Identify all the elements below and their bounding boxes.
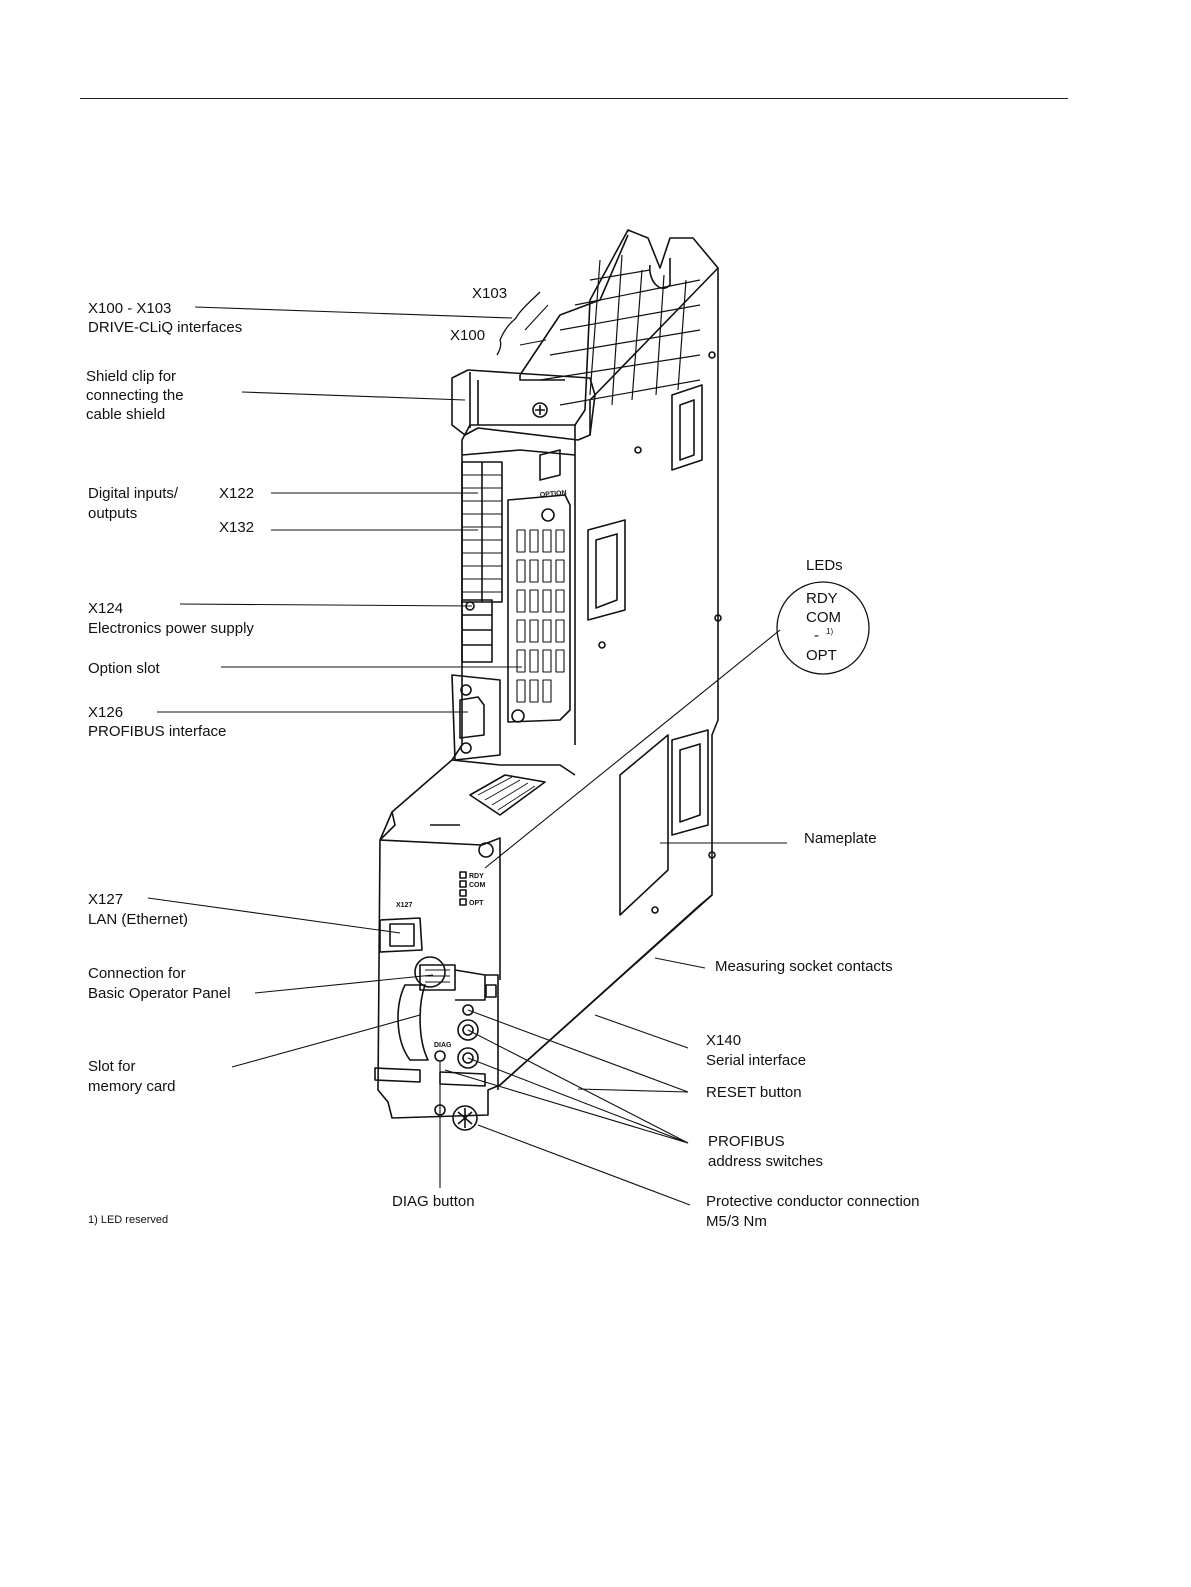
leader-reset-1 [467,1009,689,1093]
label-profibus-interface: PROFIBUS interface [88,723,227,740]
label-bop-2: Basic Operator Panel [88,985,231,1002]
label-x122: X122 [219,485,255,502]
label-reset: RESET button [706,1084,802,1101]
label-profibus-2: address switches [708,1153,824,1170]
label-x126: X126 [88,704,124,721]
label-footnote-mark: 1) [826,627,834,636]
leader-protective [477,1124,691,1206]
leader-measuring [654,957,706,969]
leader-profibus-2 [467,1057,689,1144]
label-shield-clip-3: cable shield [86,406,166,423]
label-x132: X132 [219,519,255,536]
label-nameplate: Nameplate [804,830,877,847]
leader-bop [254,974,434,994]
footnote: 1) LED reserved [88,1214,169,1226]
label-x127: X127 [88,891,124,908]
label-measuring: Measuring socket contacts [715,958,893,975]
leader-x124 [179,603,473,607]
label-option-slot: Option slot [88,660,160,677]
leader-x100-x103 [194,306,513,319]
label-x124: X124 [88,600,124,617]
terminal-x124 [461,599,493,663]
label-drive-cliq: DRIVE-CLiQ interfaces [88,319,243,336]
label-lan: LAN (Ethernet) [88,911,189,928]
label-protective-2: M5/3 Nm [706,1213,767,1230]
leader-profibus-3 [444,1069,689,1144]
label-shield-clip-2: connecting the [86,387,184,404]
leader-x100 [519,339,547,346]
label-x100-x103: X100 - X103 [88,300,172,317]
housing-outline [377,229,719,1119]
label-profibus-1: PROFIBUS [708,1133,785,1150]
label-power-supply: Electronics power supply [88,620,254,637]
label-leds: LEDs [806,557,843,574]
led-callout-circle [776,581,870,675]
label-rdy: RDY [806,590,838,607]
leader-slot [231,1014,421,1068]
nameplate-rect [619,734,669,916]
label-bop-1: Connection for [88,965,186,982]
label-diag: DIAG button [392,1193,475,1210]
header-rule [80,98,1068,99]
marking-diag: DIAG [434,1042,452,1049]
leader-x103 [524,304,549,331]
x126-connector [451,674,501,761]
label-dash: - [814,627,819,644]
reset-button-drawing [462,1004,474,1016]
leader-leds [484,629,781,869]
marking-x127: X127 [396,902,412,909]
marking-com: COM [469,882,486,889]
leader-x127 [147,897,401,934]
memory-card-slot [397,984,429,1061]
label-x100: X100 [450,327,486,344]
label-com: COM [806,609,841,626]
option-slot-plate [507,494,571,723]
protective-screw [452,1105,478,1131]
marking-opt: OPT [469,900,484,907]
label-slot-2: memory card [88,1078,176,1095]
shield-clip [451,369,596,441]
x127-socket [379,917,423,953]
leader-x140 [594,1014,689,1049]
marking-rdy: RDY [469,873,484,880]
leader-reset-2 [577,1088,689,1093]
label-digital-1: Digital inputs/ [88,485,179,502]
leader-profibus-1 [467,1029,689,1144]
label-shield-clip-1: Shield clip for [86,368,177,385]
leader-shield-clip [241,391,466,401]
label-slot-1: Slot for [88,1058,136,1075]
label-serial: Serial interface [706,1052,807,1069]
label-opt: OPT [806,647,837,664]
label-x103: X103 [472,285,508,302]
label-x140: X140 [706,1032,742,1049]
label-digital-2: outputs [88,505,138,522]
marking-option: OPTION [540,490,567,499]
label-protective-1: Protective conductor connection [706,1193,920,1210]
